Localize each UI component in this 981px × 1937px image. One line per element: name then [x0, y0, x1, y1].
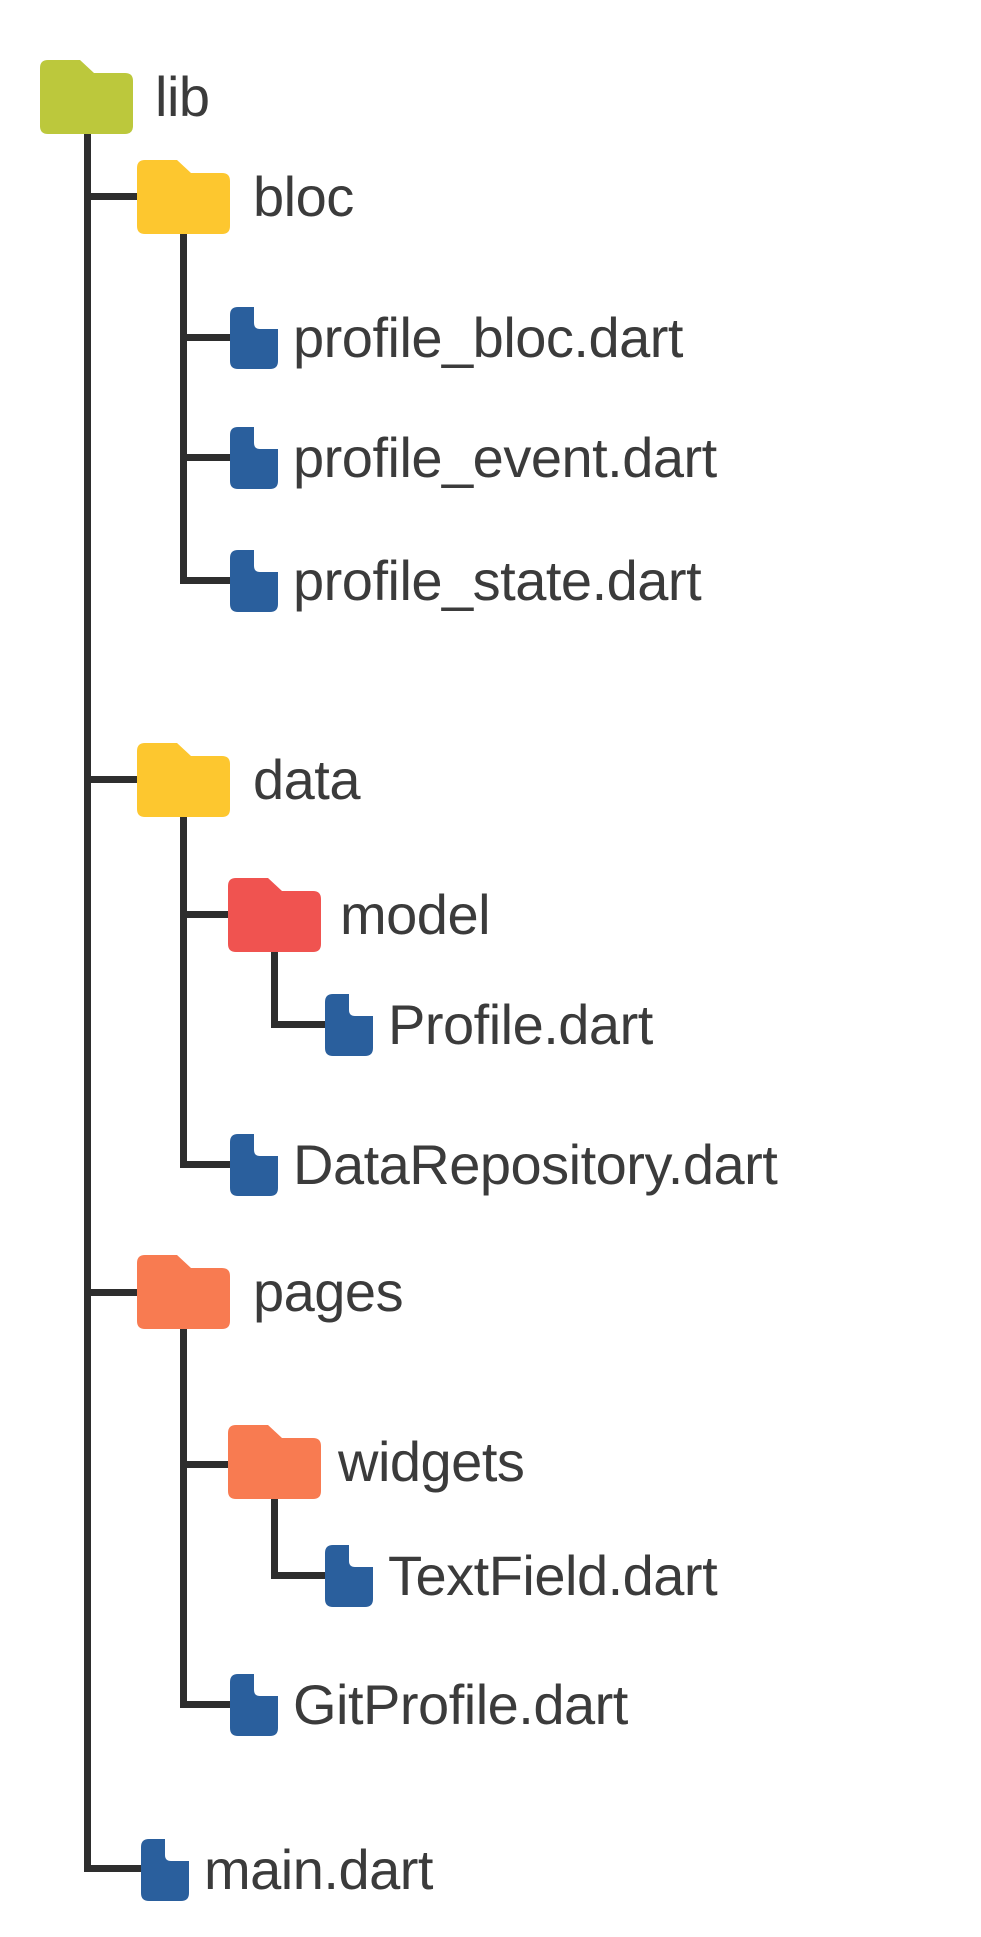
node-label: lib — [155, 65, 210, 128]
folder-icon — [137, 160, 230, 234]
connector-model-vertical — [271, 948, 278, 1028]
folder-icon — [40, 60, 133, 134]
file-icon — [325, 994, 373, 1056]
connector-branch-profile-event — [180, 454, 232, 461]
connector-lib-vertical — [84, 130, 91, 1872]
connector-branch-profile-bloc — [180, 334, 232, 341]
node-label: profile_state.dart — [293, 549, 702, 612]
node-label: model — [340, 883, 491, 946]
file-icon — [230, 427, 278, 489]
folder-icon — [137, 743, 230, 817]
node-label: bloc — [253, 165, 354, 228]
node-label: TextField.dart — [388, 1544, 718, 1607]
node-label: profile_event.dart — [293, 426, 717, 489]
connector-branch-bloc — [84, 193, 139, 200]
connector-branch-datarepository — [180, 1161, 232, 1168]
node-label: data — [253, 748, 361, 811]
connector-pages-vertical — [180, 1324, 187, 1708]
connector-branch-gitprofile — [180, 1701, 232, 1708]
connector-data-vertical — [180, 813, 187, 1168]
node-label: main.dart — [204, 1838, 433, 1901]
file-icon — [325, 1545, 373, 1607]
node-label: widgets — [338, 1430, 525, 1493]
file-icon — [230, 1674, 278, 1736]
connector-bloc-vertical — [180, 230, 187, 584]
node-label: pages — [253, 1260, 404, 1323]
connector-branch-profile-dart — [271, 1021, 327, 1028]
connector-branch-main — [84, 1865, 143, 1872]
node-label: DataRepository.dart — [293, 1133, 778, 1196]
node-label: Profile.dart — [388, 993, 653, 1056]
connector-widgets-vertical — [271, 1494, 278, 1579]
file-icon — [141, 1839, 189, 1901]
file-icon — [230, 1134, 278, 1196]
connector-branch-textfield — [271, 1572, 327, 1579]
file-icon — [230, 550, 278, 612]
connector-branch-model — [180, 911, 230, 918]
node-label: GitProfile.dart — [293, 1673, 628, 1736]
connector-branch-pages — [84, 1289, 139, 1296]
folder-icon — [228, 1425, 321, 1499]
connector-branch-profile-state — [180, 577, 232, 584]
file-icon — [230, 307, 278, 369]
folder-icon — [137, 1255, 230, 1329]
folder-icon — [228, 878, 321, 952]
connector-branch-data — [84, 776, 139, 783]
node-label: profile_bloc.dart — [293, 306, 683, 369]
connector-branch-widgets — [180, 1461, 230, 1468]
